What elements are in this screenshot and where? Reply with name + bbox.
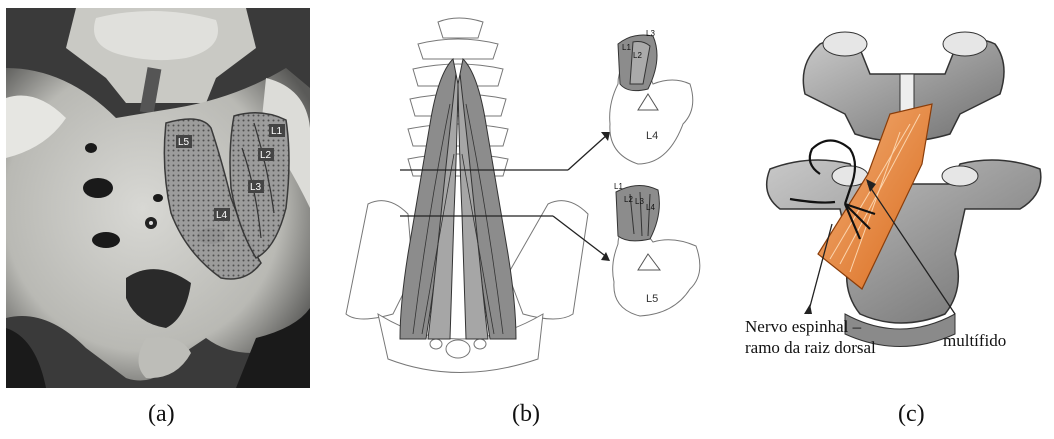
subfigure-label-c: (c)	[898, 401, 925, 428]
section-label-l4: L4	[646, 130, 658, 142]
nerve-label: Nervo espinhal – ramo da raiz dorsal	[745, 316, 876, 358]
subfigure-label-a: (a)	[148, 401, 175, 428]
sacrum-photo: L5 L1 L2 L3 L4	[6, 8, 310, 388]
vertebra-label-l4: L4	[216, 210, 228, 221]
vertebra-label-l3: L3	[250, 182, 262, 193]
photo-panel-a: L5 L1 L2 L3 L4	[6, 8, 310, 388]
vertebra-label-l5: L5	[178, 137, 190, 148]
nerve-label-line2: ramo da raiz dorsal	[745, 337, 876, 358]
nerve-label-line1: Nervo espinhal –	[745, 316, 876, 337]
diagram-panel-b: L4 L1 L2 L3 L5 L1 L2 L3 L4	[318, 14, 736, 388]
vertebra-label-l1: L1	[271, 126, 283, 137]
fascicle-label-l1: L1	[622, 43, 631, 52]
cross-section-l5: L5 L1 L2 L3 L4	[613, 182, 700, 316]
fascicle-label-l3: L3	[646, 29, 655, 38]
fascicle-label-l2: L2	[633, 51, 642, 60]
fascicle-label-l3-lower: L3	[635, 197, 644, 206]
cross-section-l4: L4 L1 L2 L3	[610, 29, 693, 164]
multifidus-diagram: L4 L1 L2 L3 L5 L1 L2 L3 L4	[318, 14, 736, 388]
vertebra-label-l2: L2	[260, 150, 272, 161]
muscle-label: multífido	[943, 330, 1006, 351]
fascicle-label-l1-lower: L1	[614, 182, 623, 191]
fascicle-label-l4-lower: L4	[646, 203, 655, 212]
section-label-l5: L5	[646, 293, 658, 305]
fascicle-label-l2-lower: L2	[624, 195, 633, 204]
subfigure-label-b: (b)	[512, 401, 540, 428]
